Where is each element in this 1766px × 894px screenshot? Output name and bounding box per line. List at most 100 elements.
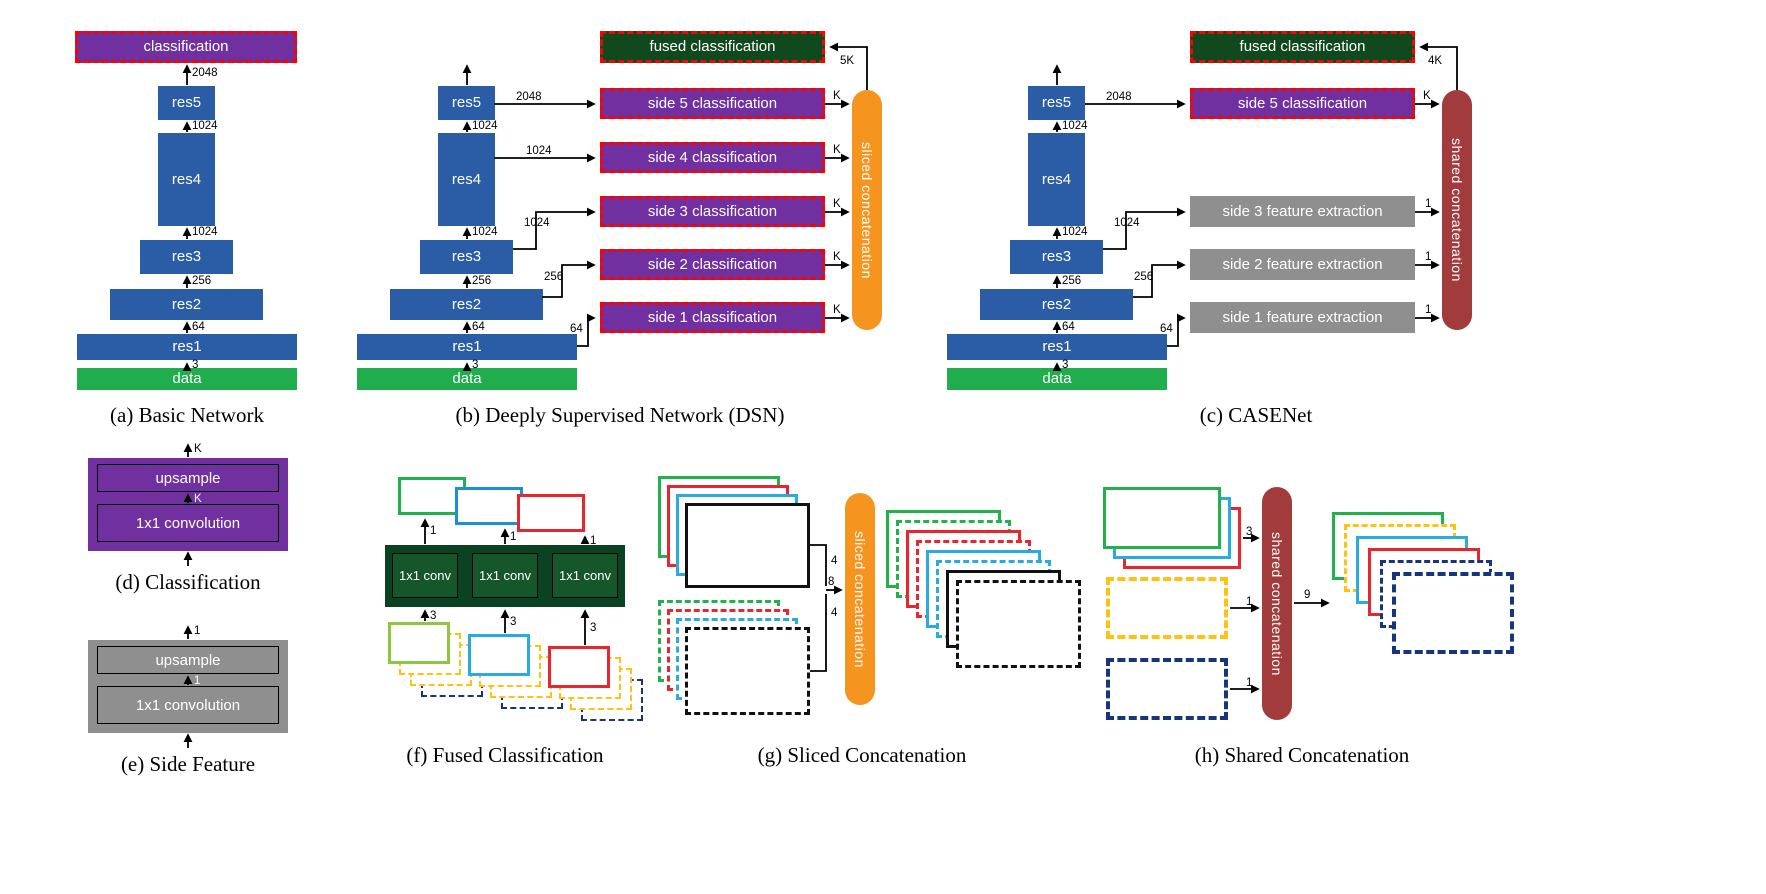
side4-label: side 4 classification (647, 148, 778, 166)
k-label: K (1423, 90, 1431, 102)
res5-label: res5 (171, 94, 202, 112)
panel-b-data-box: data (357, 368, 577, 390)
panel-b-fused-box: fused classification (600, 31, 825, 63)
panel-a-res1-box: res1 (77, 334, 297, 360)
panel-c-data-box: data (947, 368, 1167, 390)
channel-label: 64 (472, 321, 485, 333)
panel-d-conv-box: 1x1 convolution (97, 504, 279, 542)
data-label: data (452, 370, 482, 388)
shared-concatenation-label: shared concatenation (1269, 531, 1285, 676)
one-label: 1 (510, 531, 517, 543)
conv1x1-box: 1x1 conv (472, 553, 538, 598)
channel-label: 256 (1134, 271, 1154, 283)
classification-label: classification (143, 38, 229, 56)
one-label: 1 (1425, 198, 1432, 210)
panel-c-feat1-box: side 1 feature extraction (1190, 302, 1415, 333)
upsample-label: upsample (155, 469, 221, 487)
panel-c-feat2-box: side 2 feature extraction (1190, 249, 1415, 280)
channel-label: 1 (194, 675, 201, 687)
shared-concatenation-label: shared concatenation (1449, 138, 1465, 282)
panel-b-side4-box: side 4 classification (600, 142, 825, 173)
res5-label: res5 (451, 94, 482, 112)
panel-a-data-box: data (77, 368, 297, 390)
four-label: 4 (831, 607, 838, 619)
channel-label: 64 (1160, 323, 1173, 335)
fused-channels-label: 5K (840, 55, 855, 67)
conv1x1-box: 1x1 conv (392, 553, 458, 598)
k-label: K (833, 304, 841, 316)
res1-label: res1 (172, 338, 202, 356)
panel-c-shared-concatenation-bar: shared concatenation (1442, 90, 1472, 330)
one-label: 1 (1246, 677, 1253, 689)
four-label: 4 (831, 555, 838, 567)
panel-f-caption: (f) Fused Classification (406, 743, 604, 767)
res5-label: res5 (1041, 94, 1072, 112)
panel-b-caption: (b) Deeply Supervised Network (DSN) (455, 403, 785, 427)
channel-label: K (194, 443, 202, 455)
three-label: 3 (510, 616, 517, 628)
shared-input-yellow-map (1106, 577, 1228, 639)
channel-label: 256 (544, 271, 564, 283)
slice-input-black-map (685, 503, 810, 588)
panel-e-upsample-box: upsample (97, 646, 279, 674)
fan-red-map (548, 646, 610, 688)
shared-input-navy-map (1106, 658, 1228, 720)
panel-c-res3-box: res3 (1010, 240, 1103, 274)
panel-e-caption: (e) Side Feature (120, 752, 256, 776)
side1-label: side 1 classification (647, 308, 778, 326)
res2-label: res2 (171, 295, 202, 313)
shared-input-green-map (1103, 487, 1221, 549)
panel-c-side5-box: side 5 classification (1190, 88, 1415, 119)
fused-output-blue-map (455, 487, 523, 525)
side5-label: side 5 classification (1237, 94, 1368, 112)
channel-label: 1024 (192, 226, 218, 238)
panel-b-side3-box: side 3 classification (600, 196, 825, 227)
panel-b-res3-box: res3 (420, 240, 513, 274)
side3-feature-label: side 3 feature extraction (1222, 202, 1383, 220)
panel-g-caption: (g) Sliced Concatenation (757, 743, 967, 767)
one-label: 1 (1425, 251, 1432, 263)
channel-label: 1024 (526, 145, 552, 157)
panel-c-res4-box: res4 (1028, 133, 1085, 226)
panel-b-res2-box: res2 (390, 289, 543, 320)
channel-label: 1024 (1114, 217, 1140, 229)
k-label: K (833, 198, 841, 210)
channel-label: 2048 (192, 67, 218, 79)
one-label: 1 (430, 525, 437, 537)
channel-label: 2048 (516, 91, 542, 103)
panel-d-upsample-box: upsample (97, 464, 279, 492)
channel-label: 1024 (472, 120, 498, 132)
three-label: 3 (1246, 526, 1253, 538)
side1-feature-label: side 1 feature extraction (1222, 308, 1383, 326)
channel-label: 1024 (1062, 226, 1088, 238)
fused-channels-label: 4K (1428, 55, 1443, 67)
res4-label: res4 (171, 170, 202, 188)
upsample-label: upsample (155, 651, 221, 669)
res3-label: res3 (171, 248, 202, 266)
fused-classification-label: fused classification (649, 38, 776, 56)
channel-label: 256 (1062, 275, 1082, 287)
fan-lightgreen-map (388, 622, 450, 664)
nine-label: 9 (1304, 589, 1311, 601)
res4-label: res4 (1041, 170, 1072, 188)
k-label: K (833, 144, 841, 156)
conv-label: 1x1 convolution (135, 514, 241, 532)
channel-label: 3 (192, 359, 199, 371)
channel-label: 64 (1062, 321, 1075, 333)
panel-b-res1-box: res1 (357, 334, 577, 360)
data-label: data (172, 370, 202, 388)
res2-label: res2 (451, 295, 482, 313)
panel-b-sliced-concatenation-bar: sliced concatenation (852, 90, 882, 330)
panel-c-res5-box: res5 (1028, 86, 1085, 120)
three-label: 3 (430, 610, 437, 622)
conv1x1-label: 1x1 conv (478, 568, 532, 583)
res4-label: res4 (451, 170, 482, 188)
panel-g-sliced-concatenation-bar: sliced concatenation (845, 493, 875, 705)
sliced-concatenation-label: sliced concatenation (859, 141, 875, 279)
panel-b-side1-box: side 1 classification (600, 302, 825, 333)
eight-label: 8 (828, 576, 835, 588)
panel-a-res4-box: res4 (158, 133, 215, 226)
channel-label: 3 (1062, 359, 1069, 371)
res1-label: res1 (452, 338, 482, 356)
